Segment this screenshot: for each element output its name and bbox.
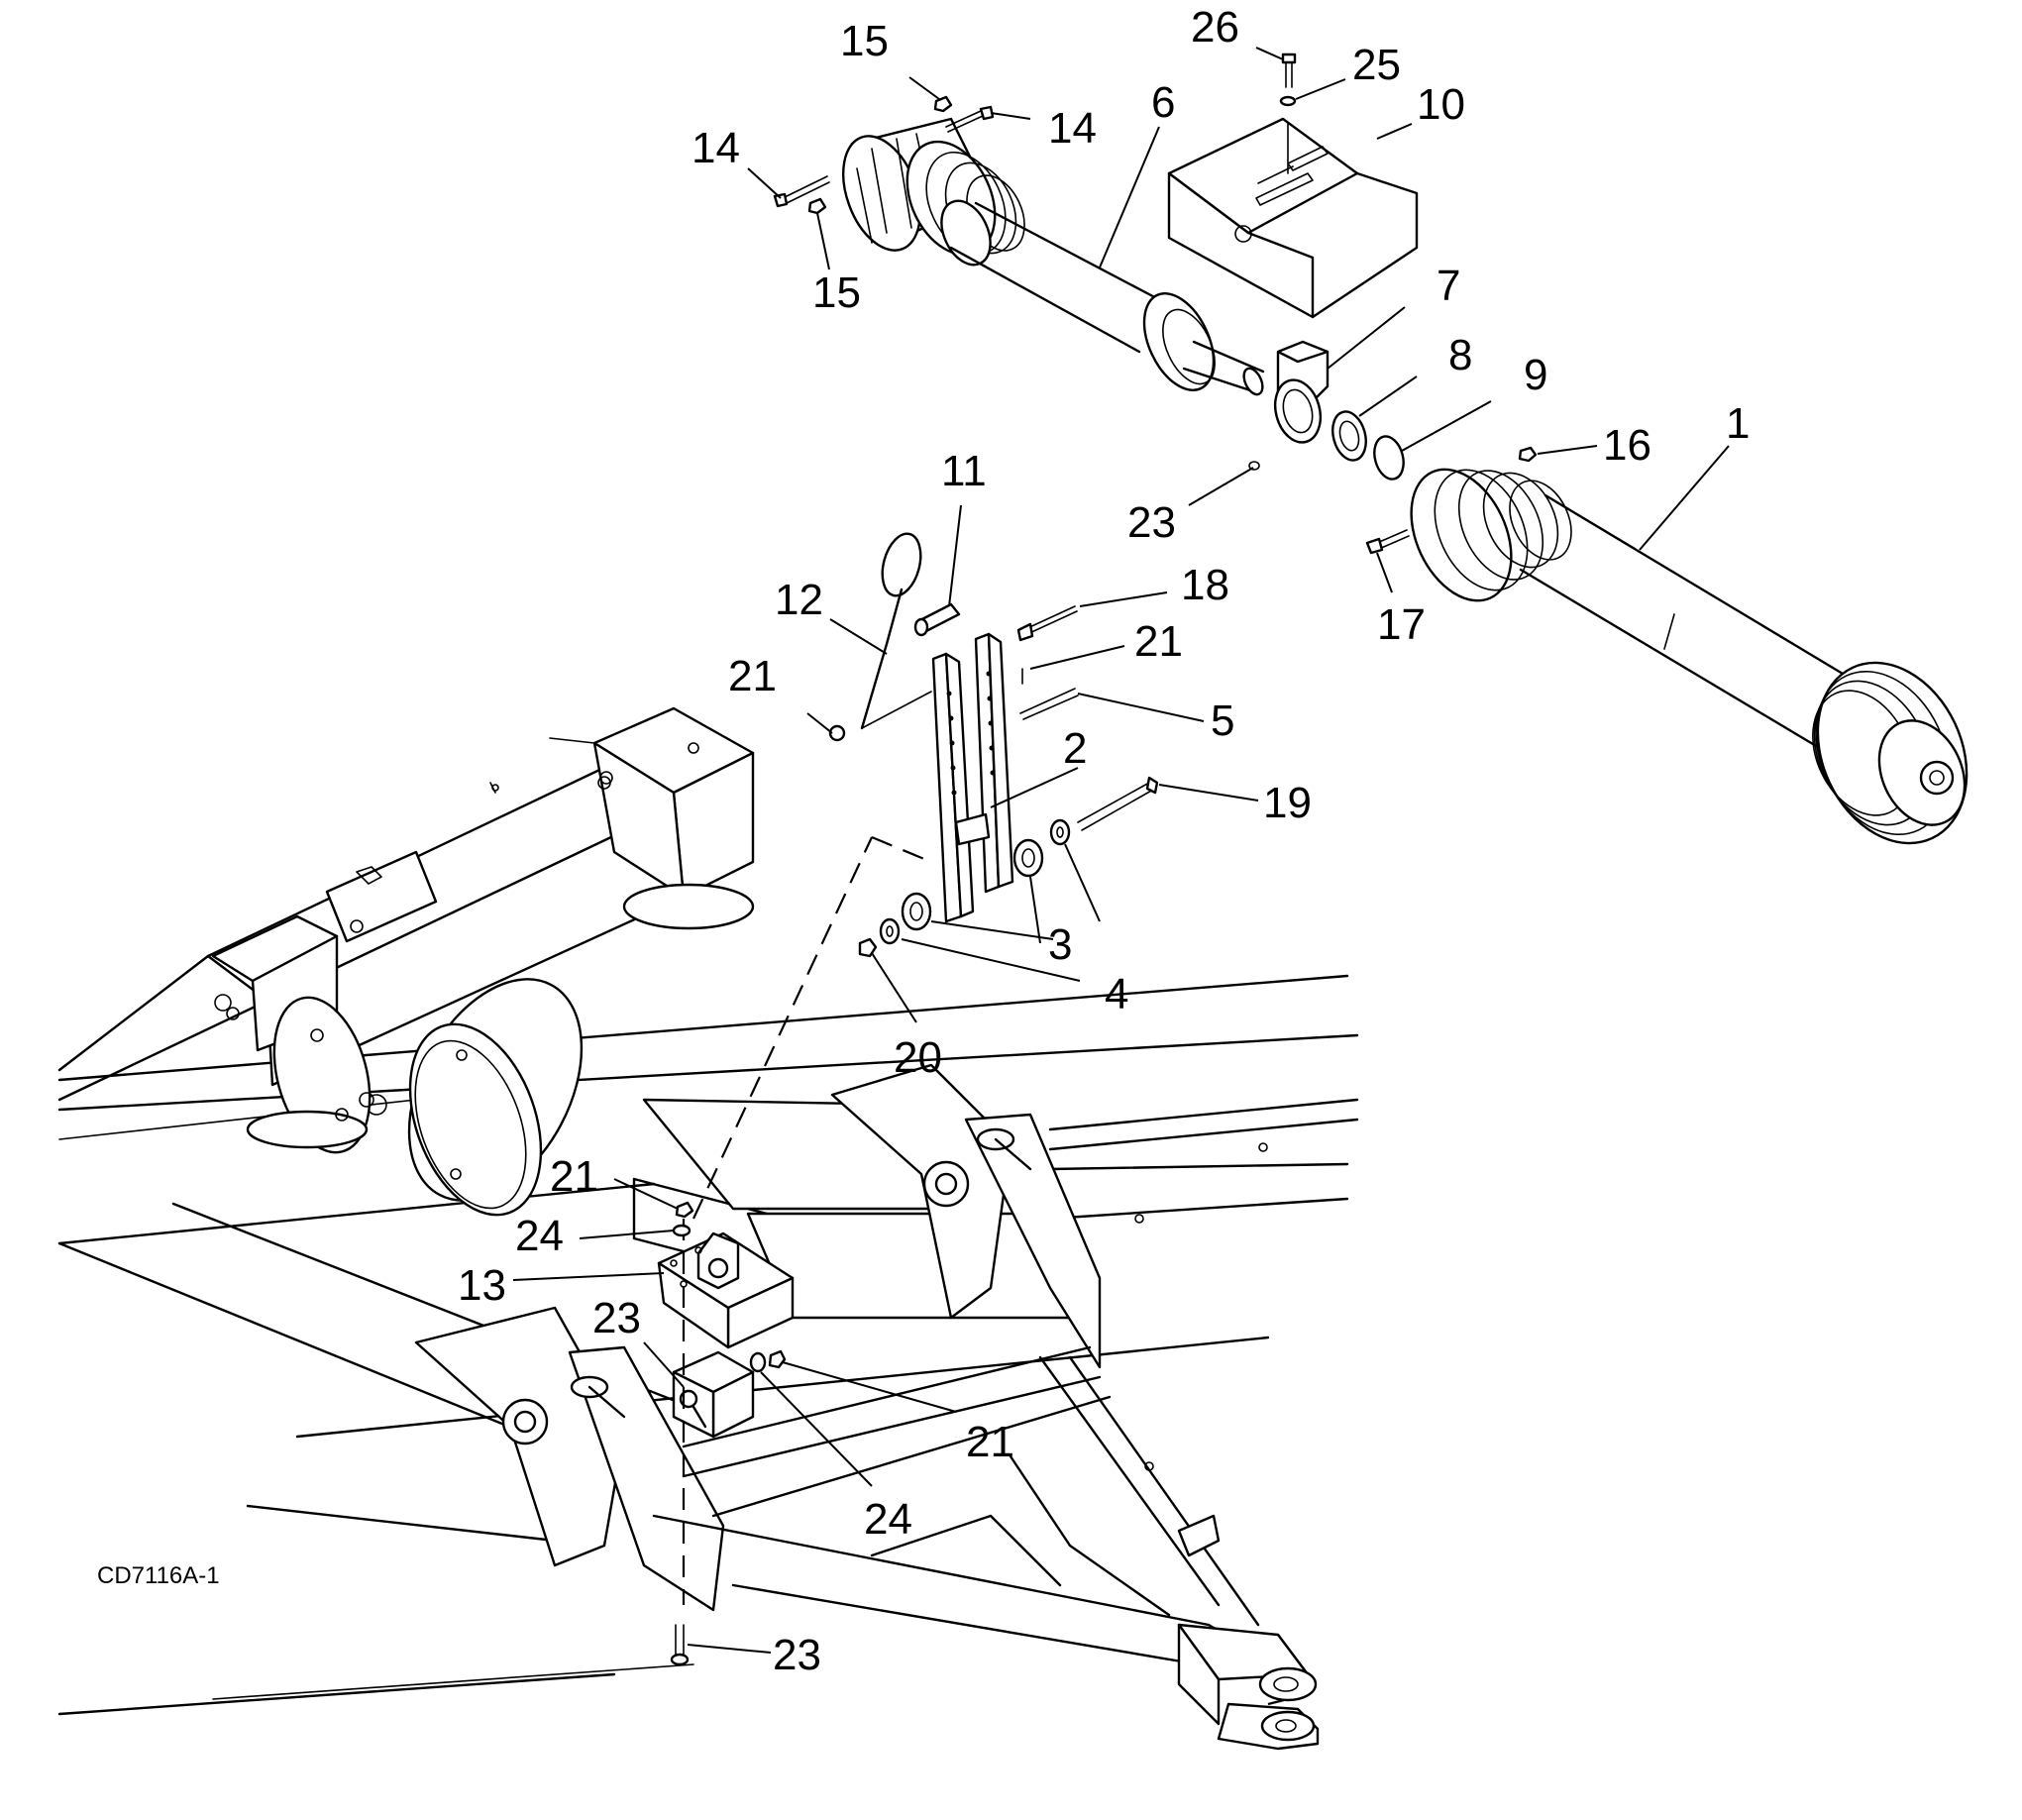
callout-14: 14 <box>692 124 740 172</box>
hardware <box>670 53 1538 1666</box>
hitch-frame <box>414 1063 1320 1751</box>
callout-4: 4 <box>1105 970 1128 1018</box>
callout-21: 21 <box>966 1418 1014 1466</box>
callout-11: 11 <box>941 447 987 495</box>
callout-1: 1 <box>1726 399 1750 448</box>
stand-assembly <box>692 532 1159 1220</box>
callout-18: 19 <box>1263 779 1312 827</box>
callout-12: 12 <box>775 576 823 624</box>
gearbox-assembly <box>57 706 755 1217</box>
callout-3: 3 <box>1048 920 1072 969</box>
bearing-parts <box>1248 340 1405 481</box>
callout-2: 2 <box>1063 724 1087 773</box>
callout-24: 24 <box>515 1212 564 1260</box>
callout-6: 6 <box>1151 78 1175 127</box>
callout-23-bottom: 23 <box>773 1631 821 1679</box>
callout-23: 23 <box>592 1294 641 1342</box>
callout-7: 7 <box>1437 262 1460 310</box>
callout-9: 9 <box>1524 351 1547 399</box>
callout-21: 21 <box>550 1152 598 1201</box>
callout-10: 10 <box>1417 80 1465 129</box>
figure-code: CD7116A-1 <box>97 1562 220 1589</box>
callout-17: 18 <box>1181 561 1229 609</box>
callout-21: 21 <box>728 652 777 700</box>
shield-10 <box>1167 117 1419 319</box>
drive-shaft-1 <box>1410 468 1969 845</box>
callout-8: 8 <box>1448 331 1472 379</box>
callout-15: 15 <box>812 268 861 317</box>
callout-15: 16 <box>1603 421 1651 470</box>
stand-mount-bracket <box>657 1219 795 1605</box>
callout-25: 25 <box>1352 41 1401 89</box>
callout-22: 23 <box>1127 498 1176 547</box>
callout-19: 20 <box>894 1033 942 1082</box>
callout-13: 13 <box>458 1261 506 1310</box>
callout-5: 5 <box>1211 696 1234 745</box>
callout-26: 26 <box>1191 3 1239 52</box>
callout-14: 14 <box>1048 104 1097 153</box>
leader-lines <box>512 47 1730 1654</box>
callout-labels: 15 14 14 15 6 26 25 10 7 8 9 16 1 23 17 … <box>97 3 1750 1679</box>
callout-24: 24 <box>864 1495 912 1544</box>
callout-20: 21 <box>1134 617 1183 666</box>
drive-shaft-6 <box>842 117 1265 396</box>
callout-16: 17 <box>1377 600 1426 649</box>
callout-15: 15 <box>840 17 889 65</box>
